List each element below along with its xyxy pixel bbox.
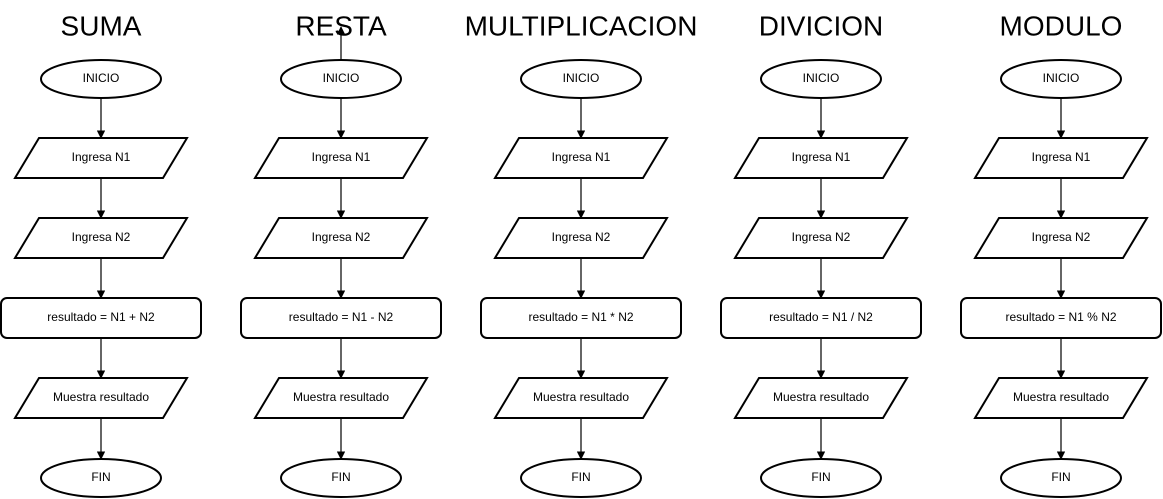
input-node <box>973 137 1149 179</box>
node-label: Muestra resultado <box>773 390 869 404</box>
node-label: FIN <box>811 470 830 484</box>
node-label: resultado = N1 * N2 <box>528 310 633 324</box>
node-label: Ingresa N1 <box>552 150 611 164</box>
input-node <box>493 217 669 259</box>
end-node <box>280 458 402 498</box>
process-node <box>240 297 442 339</box>
start-node <box>40 59 162 99</box>
input-node <box>733 137 909 179</box>
node-label: Muestra resultado <box>1013 390 1109 404</box>
flow-column-multiplicacion: MULTIPLICACION INICIO Ingresa N1 Ingresa N2… <box>465 10 698 498</box>
node-label: INICIO <box>323 71 360 85</box>
node-label: INICIO <box>1043 71 1080 85</box>
start-node <box>280 59 402 99</box>
input-node <box>973 217 1149 259</box>
input-node <box>13 137 189 179</box>
node-label: Muestra resultado <box>53 390 149 404</box>
node-label: Ingresa N2 <box>552 230 611 244</box>
input-node <box>253 137 429 179</box>
node-label: resultado = N1 + N2 <box>47 310 155 324</box>
node-label: FIN <box>331 470 350 484</box>
output-node <box>253 377 429 419</box>
process-node <box>0 297 202 339</box>
end-node <box>40 458 162 498</box>
node-label: Ingresa N1 <box>72 150 131 164</box>
output-node <box>733 377 909 419</box>
node-label: FIN <box>91 470 110 484</box>
output-node <box>13 377 189 419</box>
input-node <box>733 217 909 259</box>
column-title: MODULO <box>1000 10 1123 41</box>
flow-column-suma: SUMA INICIO Ingresa N1 Ingresa N2 resultado … <box>0 10 202 498</box>
input-node <box>493 137 669 179</box>
node-label: resultado = N1 - N2 <box>289 310 394 324</box>
node-label: Muestra resultado <box>533 390 629 404</box>
process-node <box>720 297 922 339</box>
node-label: resultado = N1 % N2 <box>1005 310 1116 324</box>
end-node <box>520 458 642 498</box>
output-node <box>493 377 669 419</box>
node-label: resultado = N1 / N2 <box>769 310 873 324</box>
node-label: Ingresa N2 <box>72 230 131 244</box>
column-title: MULTIPLICACION <box>465 10 698 41</box>
flow-column-divicion: DIVICION INICIO Ingresa N1 Ingresa N2 result… <box>720 10 922 498</box>
start-node <box>760 59 882 99</box>
start-node <box>1000 59 1122 99</box>
node-label: FIN <box>1051 470 1070 484</box>
node-label: Muestra resultado <box>293 390 389 404</box>
node-label: INICIO <box>803 71 840 85</box>
start-node <box>520 59 642 99</box>
node-label: INICIO <box>563 71 600 85</box>
process-node <box>960 297 1162 339</box>
node-label: Ingresa N1 <box>312 150 371 164</box>
node-label: FIN <box>571 470 590 484</box>
end-node <box>760 458 882 498</box>
output-node <box>973 377 1149 419</box>
process-node <box>480 297 682 339</box>
column-title: SUMA <box>61 10 142 41</box>
input-node <box>13 217 189 259</box>
node-label: Ingresa N2 <box>1032 230 1091 244</box>
flow-column-modulo: MODULO INICIO Ingresa N1 Ingresa N2 resultad… <box>960 10 1162 498</box>
column-title: DIVICION <box>759 10 883 41</box>
end-node <box>1000 458 1122 498</box>
node-label: INICIO <box>83 71 120 85</box>
node-label: Ingresa N1 <box>1032 150 1091 164</box>
node-label: Ingresa N1 <box>792 150 851 164</box>
node-label: Ingresa N2 <box>312 230 371 244</box>
node-label: Ingresa N2 <box>792 230 851 244</box>
input-node <box>253 217 429 259</box>
